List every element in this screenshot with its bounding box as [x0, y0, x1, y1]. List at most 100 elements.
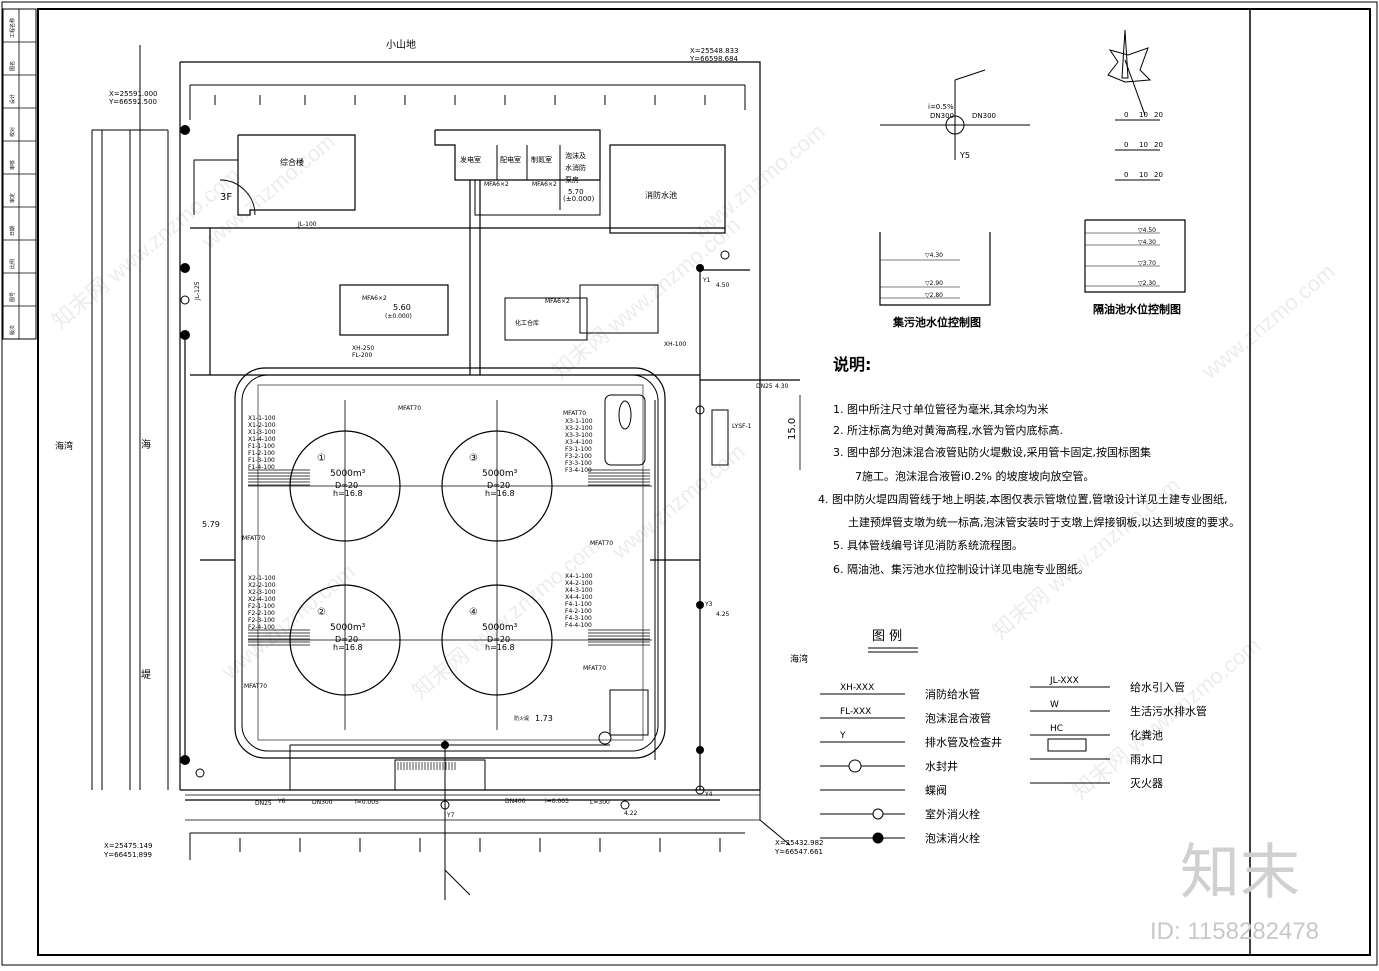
- tank-circle: [289, 430, 401, 542]
- strip-label: 图名: [9, 61, 16, 71]
- elev-422: 4.22: [624, 810, 638, 817]
- riser-label: F1-2-100: [248, 450, 275, 457]
- office-floors: 3F: [220, 192, 232, 203]
- pipe-jl125: JL-125: [194, 281, 201, 301]
- legend-label: 化粪池: [1130, 728, 1163, 742]
- note-4b: 土建预焊管支墩为统一标高,泡沫管安装时于支墩上焊接钢板,以达到坡度的要求。: [848, 515, 1240, 529]
- dike-elev: 1.73: [535, 714, 553, 723]
- riser-label: F2-1-100: [248, 603, 275, 610]
- mfa-label-3: MFA6×2: [362, 295, 387, 302]
- well-y1: Y1: [702, 277, 711, 284]
- east-sea-label: 海湾: [790, 653, 808, 665]
- mfa-label-1: MFA6×2: [484, 181, 509, 188]
- tank-diameter: D=20: [335, 635, 358, 644]
- mfat-label-6: MFAT70: [398, 405, 421, 412]
- strip-label: 图号: [10, 292, 16, 302]
- tank-circle: [441, 584, 553, 696]
- riser-label: F4-2-100: [565, 608, 592, 615]
- note-1: 1. 图中所注尺寸单位管径为毫米,其余均为米: [833, 402, 1049, 416]
- riser-label: X2-2-100: [248, 582, 276, 589]
- oil-level-2: ▽4.30: [1138, 239, 1156, 246]
- watermark-text: 知末网 www.znzmo.com: [1067, 632, 1265, 804]
- scale-value: 0: [1124, 171, 1128, 179]
- legend-symbol: XH-XXX: [840, 683, 874, 693]
- tank-circle: [289, 584, 401, 696]
- tank-number: ③: [469, 453, 478, 464]
- pit-level-1: ▽4.30: [925, 252, 943, 259]
- office-label: 综合楼: [280, 157, 304, 167]
- coord-se-x: X=25432.982: [775, 839, 824, 847]
- notes-heading: 说明:: [833, 355, 871, 374]
- riser-label: F3-1-100: [565, 446, 592, 453]
- note-3b: 7施工。泡沫混合液管i0.2% 的坡度坡向放空管。: [855, 469, 1095, 483]
- strip-label: 审核: [9, 160, 16, 170]
- chem-label: 化工仓库: [515, 319, 539, 327]
- coord-ne-y: Y=66598.684: [689, 55, 739, 63]
- scale-value: 20: [1154, 111, 1163, 119]
- riser-label: F4-3-100: [565, 615, 592, 622]
- nitrogen-label: 制氮室: [531, 155, 552, 164]
- pipe-xh100: XH-100: [664, 341, 686, 348]
- strip-label: 工程名称: [9, 18, 16, 38]
- well-y6: Y6: [277, 798, 286, 805]
- storage-tanks: ①5000m³D=20h=16.8③5000m³D=20h=16.8②5000m…: [289, 430, 553, 696]
- coord-ne-x: X=25548.833: [690, 47, 739, 55]
- legend-label: 泡沫消火栓: [925, 831, 980, 845]
- note-5: 5. 具体管线编号详见消防系统流程图。: [833, 538, 1023, 552]
- elev-450: 4.50: [716, 282, 730, 289]
- mfa-label-2: MFA6×2: [532, 181, 557, 188]
- dimension-15: 15.0: [787, 418, 798, 440]
- tank-capacity: 5000m³: [482, 469, 518, 479]
- mfat-label-4: MFAT70: [244, 683, 267, 690]
- pipe-xh250: XH-250: [352, 345, 374, 352]
- site-plan: ①5000m³D=20h=16.8③5000m³D=20h=16.8②5000m…: [55, 38, 824, 900]
- elev-430: 4.30: [775, 383, 789, 390]
- west-sea-label: 海湾: [55, 440, 73, 452]
- elev-425: 4.25: [716, 611, 730, 618]
- riser-label: X4-1-100: [565, 573, 593, 580]
- riser-label: F1-4-100: [248, 464, 275, 471]
- legend-label: 灭火器: [1130, 777, 1163, 790]
- riser-label: F4-1-100: [565, 601, 592, 608]
- tank-capacity: 5000m³: [330, 469, 366, 479]
- watermark-id: ID: 1158282478: [1150, 918, 1319, 945]
- legend-title: 图 例: [872, 629, 902, 644]
- riser-label: F1-3-100: [248, 457, 275, 464]
- well-y7: Y7: [446, 812, 455, 819]
- mfa-label-4: MFA6×2: [545, 298, 570, 305]
- drawing-border: [37, 8, 1371, 956]
- generator-label: 发电室: [460, 155, 481, 164]
- riser-label: X1-1-100: [248, 415, 276, 422]
- oil-level-3: ▽3.70: [1138, 260, 1156, 267]
- west-yard-elev: 5.79: [202, 520, 220, 529]
- note-3a: 3. 图中部分泡沫混合液管贴防火堤敷设,采用管卡固定,按国标图集: [833, 445, 1151, 459]
- note-4a: 4. 图中防火堤四周管线于地上明装,本图仅表示管墩位置,管墩设计详见土建专业图纸…: [818, 492, 1227, 506]
- dn25-east: DN25: [756, 383, 773, 390]
- scale-value: 20: [1154, 171, 1163, 179]
- tank-circle: [441, 430, 553, 542]
- foam-pump-label-2: 水消防: [565, 163, 586, 172]
- pipe-dn25: DN25: [255, 800, 272, 807]
- riser-label: X2-3-100: [248, 589, 276, 596]
- coord-nw-y: Y=66592.500: [108, 98, 157, 106]
- mfat-label-3: MFAT70: [583, 665, 606, 672]
- scale-value: 0: [1124, 141, 1128, 149]
- strip-label: 比例: [9, 259, 16, 269]
- coord-sw-y: Y=66451.899: [103, 851, 152, 859]
- tank-number: ②: [317, 607, 326, 618]
- pipe-fl200: FL-200: [352, 352, 372, 359]
- scale-value: 10: [1139, 171, 1148, 179]
- tank-capacity: 5000m³: [482, 623, 518, 633]
- mfat-label-5: MFAT70: [242, 535, 265, 542]
- dike-label-2: 堤: [141, 669, 151, 681]
- riser-label: F2-4-100: [248, 624, 275, 631]
- legend-label: 排水管及检查井: [925, 735, 1002, 749]
- watermark-brand: 知末: [1180, 839, 1300, 906]
- valve-y: Y5: [959, 151, 970, 160]
- tank-height: h=16.8: [333, 643, 363, 652]
- watermark-text: www.znzmo.com: [686, 119, 829, 245]
- riser-label: X1-4-100: [248, 436, 276, 443]
